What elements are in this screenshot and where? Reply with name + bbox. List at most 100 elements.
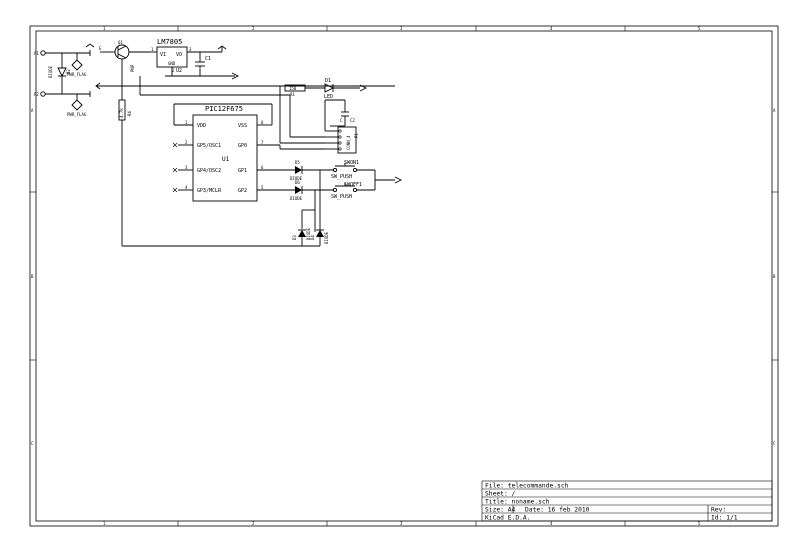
d1-ref: D1 — [325, 78, 331, 84]
gnd-bus-left-arrow-icon — [95, 82, 101, 90]
mcu-pin-8-label: VSS — [238, 123, 247, 129]
d6-diode: D6 DIODE — [290, 180, 333, 201]
mcu-pin-1-label: VDD — [197, 123, 206, 129]
col-label-1-top: 1 — [103, 26, 106, 31]
p1-terminal-label: P1 — [34, 51, 39, 56]
pwr-flag-2-label: PWR_FLAG — [67, 112, 87, 117]
mcu-pin-4-num: 4 — [185, 185, 188, 190]
sw-on-value: SW_PUSH — [331, 174, 352, 180]
col-label-1-bottom: 1 — [103, 521, 106, 526]
regulator-pin2: 2 — [172, 68, 175, 73]
mcu-pin-7-label: GP0 — [238, 143, 247, 149]
p2-terminal-icon — [40, 91, 46, 97]
gnd-arrow-icon — [231, 72, 240, 80]
led-gnd-arrow-icon — [359, 84, 368, 92]
mcu-pin-6-label: GP1 — [238, 168, 247, 174]
pnp-transistor-icon — [114, 44, 130, 60]
col-label-4-top: 4 — [550, 26, 553, 31]
col-label-5-bottom: 5 — [698, 521, 701, 526]
sheet-frame — [29, 25, 779, 527]
switch-gnd-arrow-icon — [394, 176, 403, 184]
title-block: File: telecommande.sch Sheet: / Title: n… — [481, 480, 773, 522]
conn4-ref: P1 — [354, 133, 359, 138]
pic12f675-mcu: PIC12F675 U1 1 2 3 4 VDD GP5/OSC1 GP4/OS… — [172, 103, 295, 202]
c2-ref: C2 — [350, 118, 355, 123]
sw-off-value: SW_PUSH — [331, 194, 352, 200]
title-block-app: KiCad E.D.A. — [485, 515, 531, 522]
col-label-3-top: 3 — [400, 26, 403, 31]
title-block-rev: Rev: — [711, 507, 726, 514]
row-label-c-right: C — [773, 441, 776, 446]
r4-value: 4.7k — [119, 108, 124, 118]
pnp-transistor: Q1 PNP E — [99, 40, 150, 100]
mcu-pin-7-num: 7 — [261, 140, 264, 145]
title-block-file: File: telecommande.sch — [485, 483, 569, 490]
pnp-pin-e: E — [99, 46, 102, 51]
pwr-flag-2-icon — [71, 99, 83, 111]
mcu-name: PIC12F675 — [205, 105, 243, 113]
mcu-body — [192, 114, 258, 202]
sw-on-switch: SWON1 SW_PUSH — [331, 160, 375, 180]
d1-led-icon — [324, 83, 335, 93]
title-block-size: Size: A4 — [485, 507, 516, 514]
mcu-pin-3-num: 3 — [185, 165, 188, 170]
mcu-pin-5-label: GP2 — [238, 188, 247, 194]
mcu-pin-2-label: GP5/OSC1 — [197, 143, 221, 149]
mcu-pin-2-num: 2 — [185, 140, 188, 145]
mcu-nc-3-icon — [172, 167, 178, 173]
col-label-3-bottom: 3 — [400, 521, 403, 526]
d6-value: DIODE — [290, 196, 303, 201]
title-block-date: Date: 16 feb 2010 — [525, 507, 590, 514]
d5-diode-icon — [295, 166, 302, 174]
row-label-c-left: C — [31, 441, 34, 446]
d2-ref: D2 — [66, 69, 71, 74]
regulator-pin1: 1 — [151, 47, 154, 52]
title-block-title: Title: noname.sch — [485, 499, 550, 506]
regulator-pin-in: VI — [160, 52, 166, 58]
mcu-pin-1-num: 1 — [185, 120, 188, 125]
r1-led-branch: 150 R1 D1 LED — [284, 78, 368, 100]
sw-off-switch: SWOFF1 SW_PUSH — [331, 182, 375, 200]
d6-diode-icon — [295, 186, 302, 194]
mcu-pin-3-label: GP4/OSC2 — [197, 168, 221, 174]
conn4-body — [337, 126, 357, 154]
d4-value: DIODE — [324, 231, 329, 244]
mcu-nc-2-icon — [172, 142, 178, 148]
d2-diode-icon — [57, 67, 67, 78]
d4-diode-icon — [316, 230, 324, 237]
d3-diode-icon — [298, 230, 306, 237]
pwr-flag-1-label: PWR_FLAG — [67, 72, 87, 77]
title-block-id: Id: 1/1 — [711, 515, 738, 522]
r4-ref: R4 — [127, 111, 132, 116]
mcu-nc-4-icon — [172, 187, 178, 193]
col-label-2-top: 2 — [252, 26, 255, 31]
d5-diode: D5 DIODE — [290, 160, 333, 181]
row-label-a-left: A — [31, 108, 34, 113]
pnp-value: PNP — [130, 64, 135, 72]
mcu-ref: U1 — [222, 156, 230, 163]
power-input-section: P1 P2 DIODE D2 PWR_FLAG PWR_FLAG — [34, 43, 95, 117]
d6-ref: D6 — [295, 180, 300, 185]
title-block-sheet: Sheet: / — [485, 491, 516, 498]
mcu-pin-5-num: 5 — [261, 185, 264, 190]
border-column-markers: 1 2 3 4 5 1 2 3 4 5 — [103, 26, 701, 526]
d3-ref: D3 — [292, 235, 297, 240]
regulator-pin-out: VO — [176, 52, 182, 58]
r1-ref: R1 — [290, 92, 295, 97]
c2-capacitor: C C2 — [340, 100, 355, 126]
col-label-4-bottom: 4 — [550, 521, 553, 526]
regulator-gnd: GND — [168, 61, 176, 66]
d4-ref: D4 — [310, 235, 315, 240]
regulator-pin3: 3 — [189, 47, 192, 52]
conn4-value: CONN_4 — [346, 135, 351, 150]
vcc-arrow-icon — [85, 43, 95, 48]
col-label-5-top: 5 — [698, 26, 701, 31]
r1-value: 150 — [289, 86, 297, 91]
d3-value: DIODE — [306, 227, 311, 240]
c2-value: C — [340, 118, 343, 123]
mcu-pin-6-num: 6 — [261, 165, 264, 170]
mcu-pin-4-label: GP3/MCLR — [197, 188, 222, 194]
mcu-pin-8-num: 8 — [261, 120, 264, 125]
d2-value: DIODE — [48, 65, 53, 78]
